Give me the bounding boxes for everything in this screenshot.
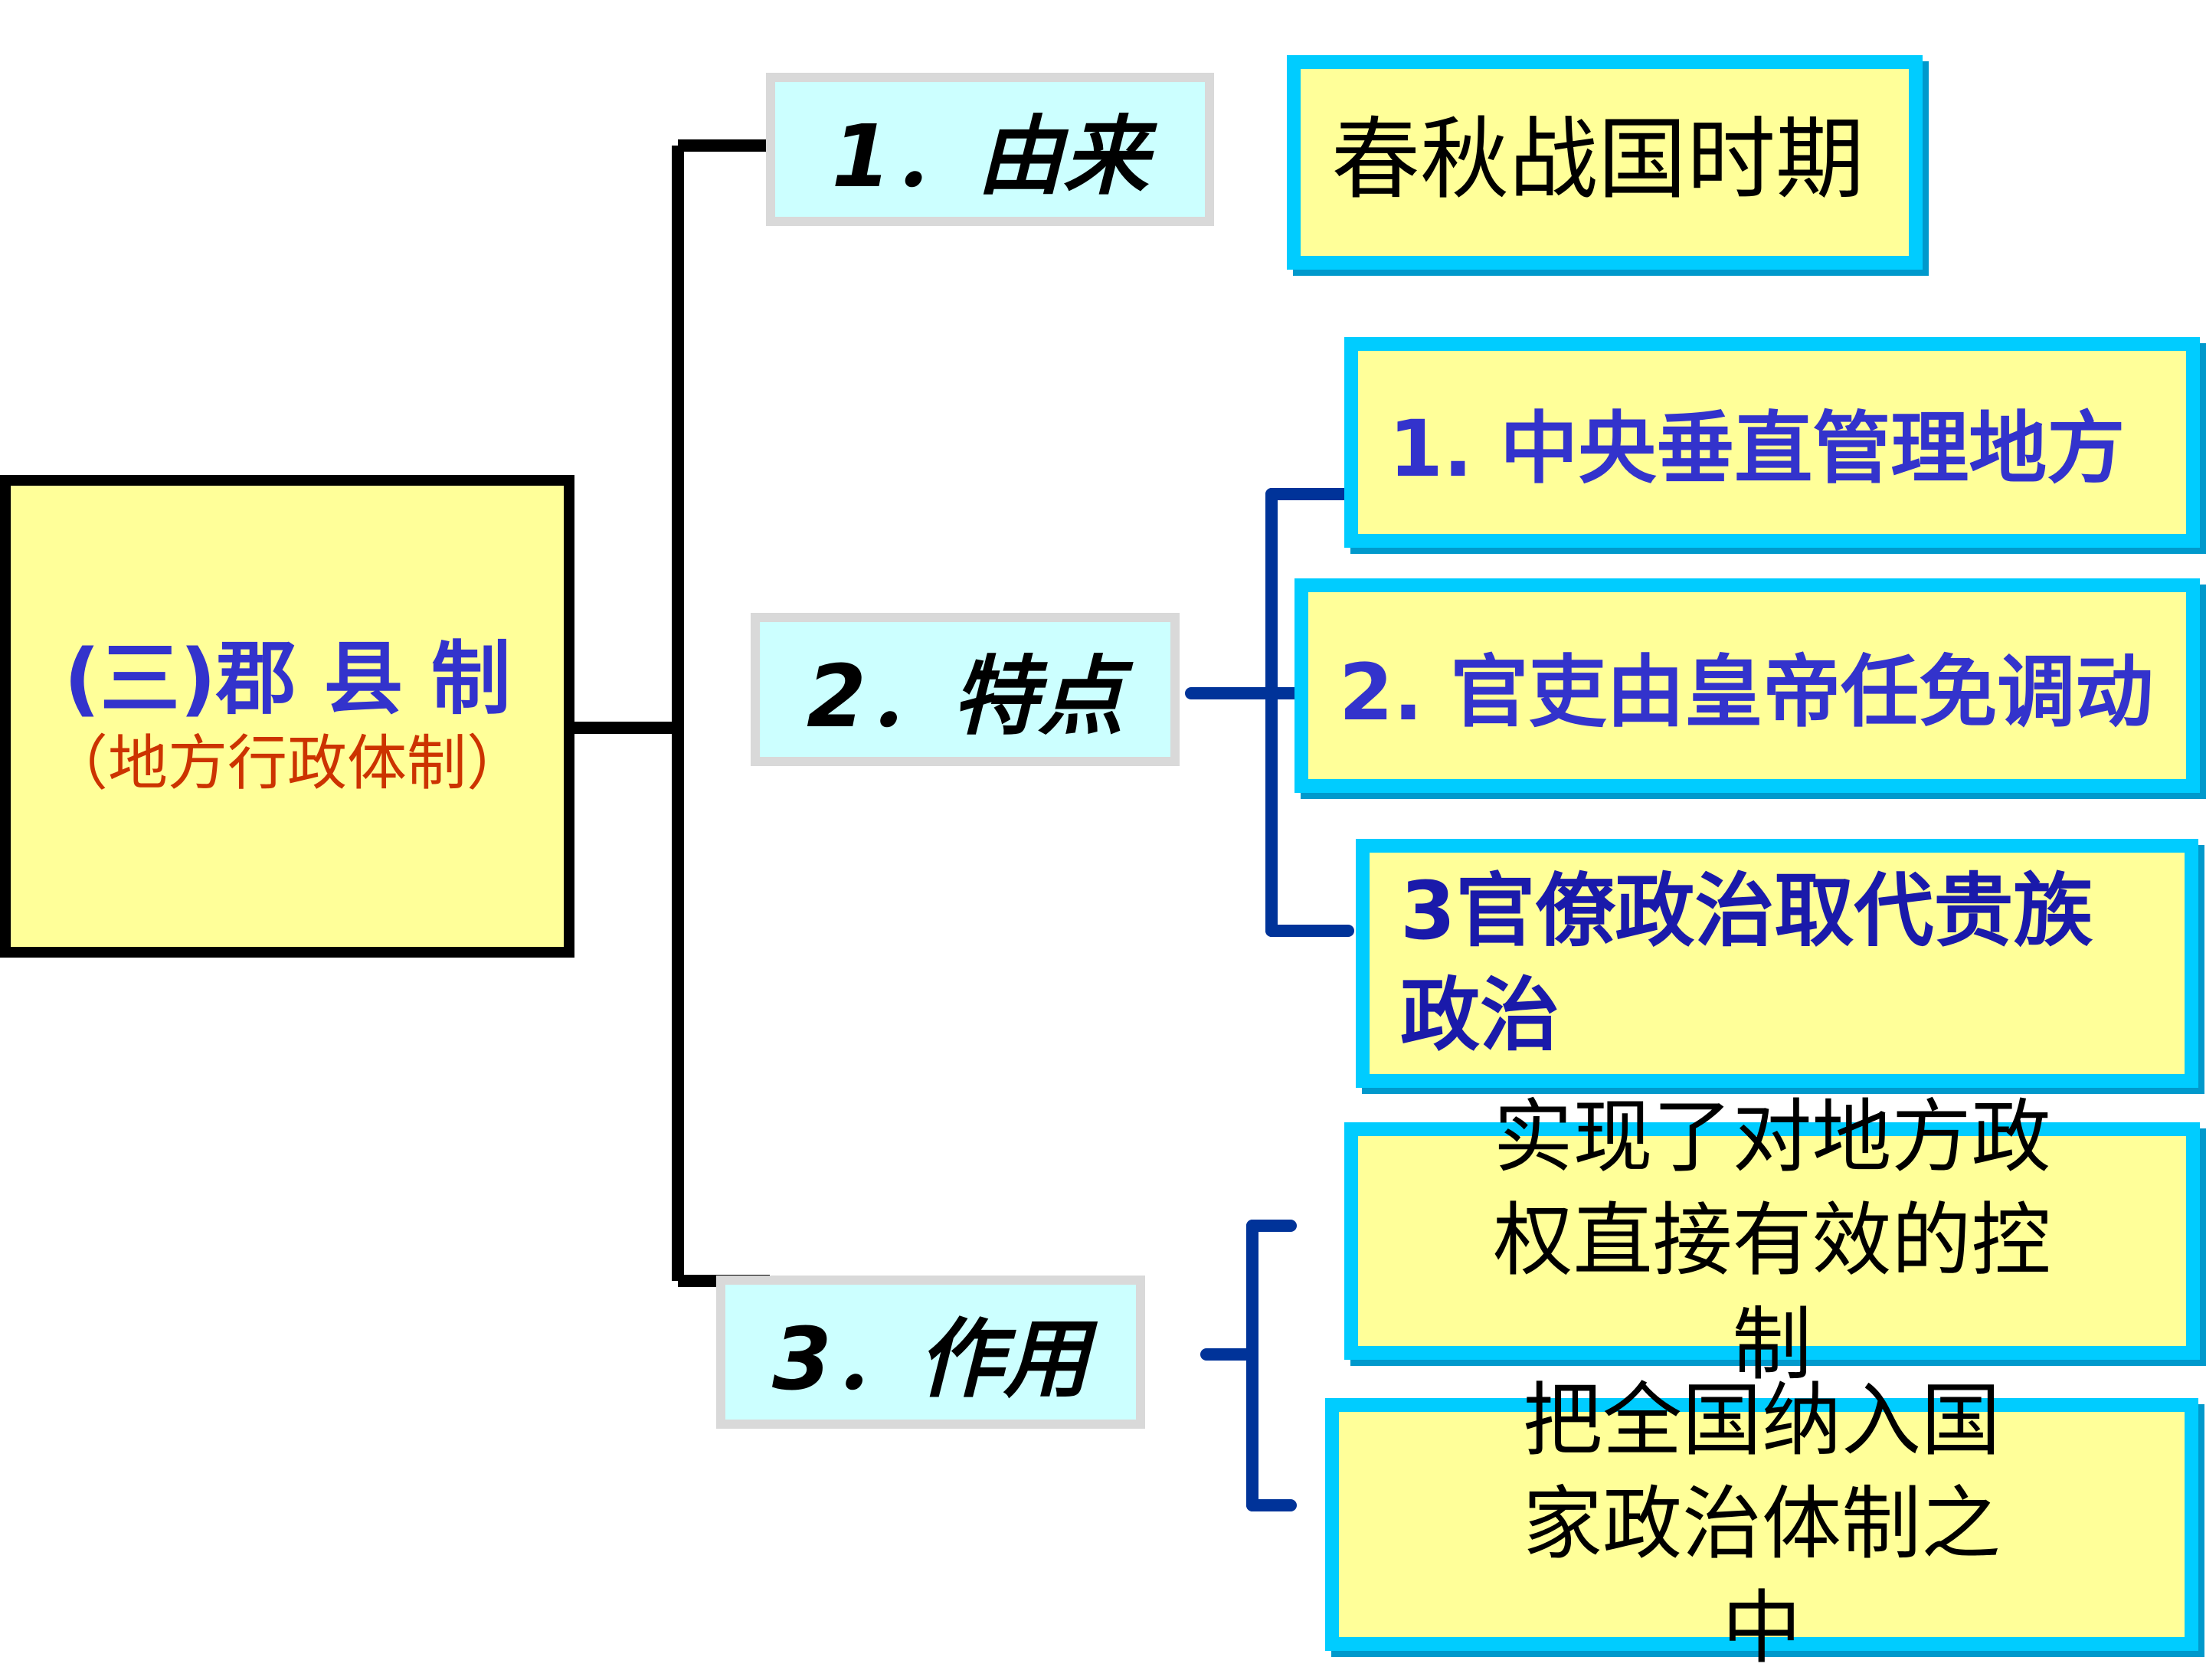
effect-box-2: 把全国纳入国家政治体制之中 [1325,1374,2198,1675]
root-title: (三)郡 县 制 [64,631,511,725]
category-origin: 1．由来 [766,73,1214,226]
origin-box: 春秋战国时期 [1287,55,1923,270]
category-features: 2．特点 [751,613,1180,766]
root-node: (三)郡 县 制 （地方行政体制） [0,475,574,958]
main-bracket [571,139,770,1287]
root-subtitle: （地方行政体制） [47,729,526,798]
effects-bracket [1200,1220,1297,1511]
effect-box-1: 实现了对地方政权直接有效的控制 [1344,1090,2200,1391]
feature-box-3: 3官僚政治取代贵族政治 [1356,839,2198,1088]
feature-box-1: 1. 中央垂直管理地方 [1344,337,2200,548]
feature-box-2: 2. 官吏由皇帝任免调动 [1294,578,2200,793]
features-bracket [1185,488,1354,937]
category-effects: 3．作用 [716,1276,1145,1429]
